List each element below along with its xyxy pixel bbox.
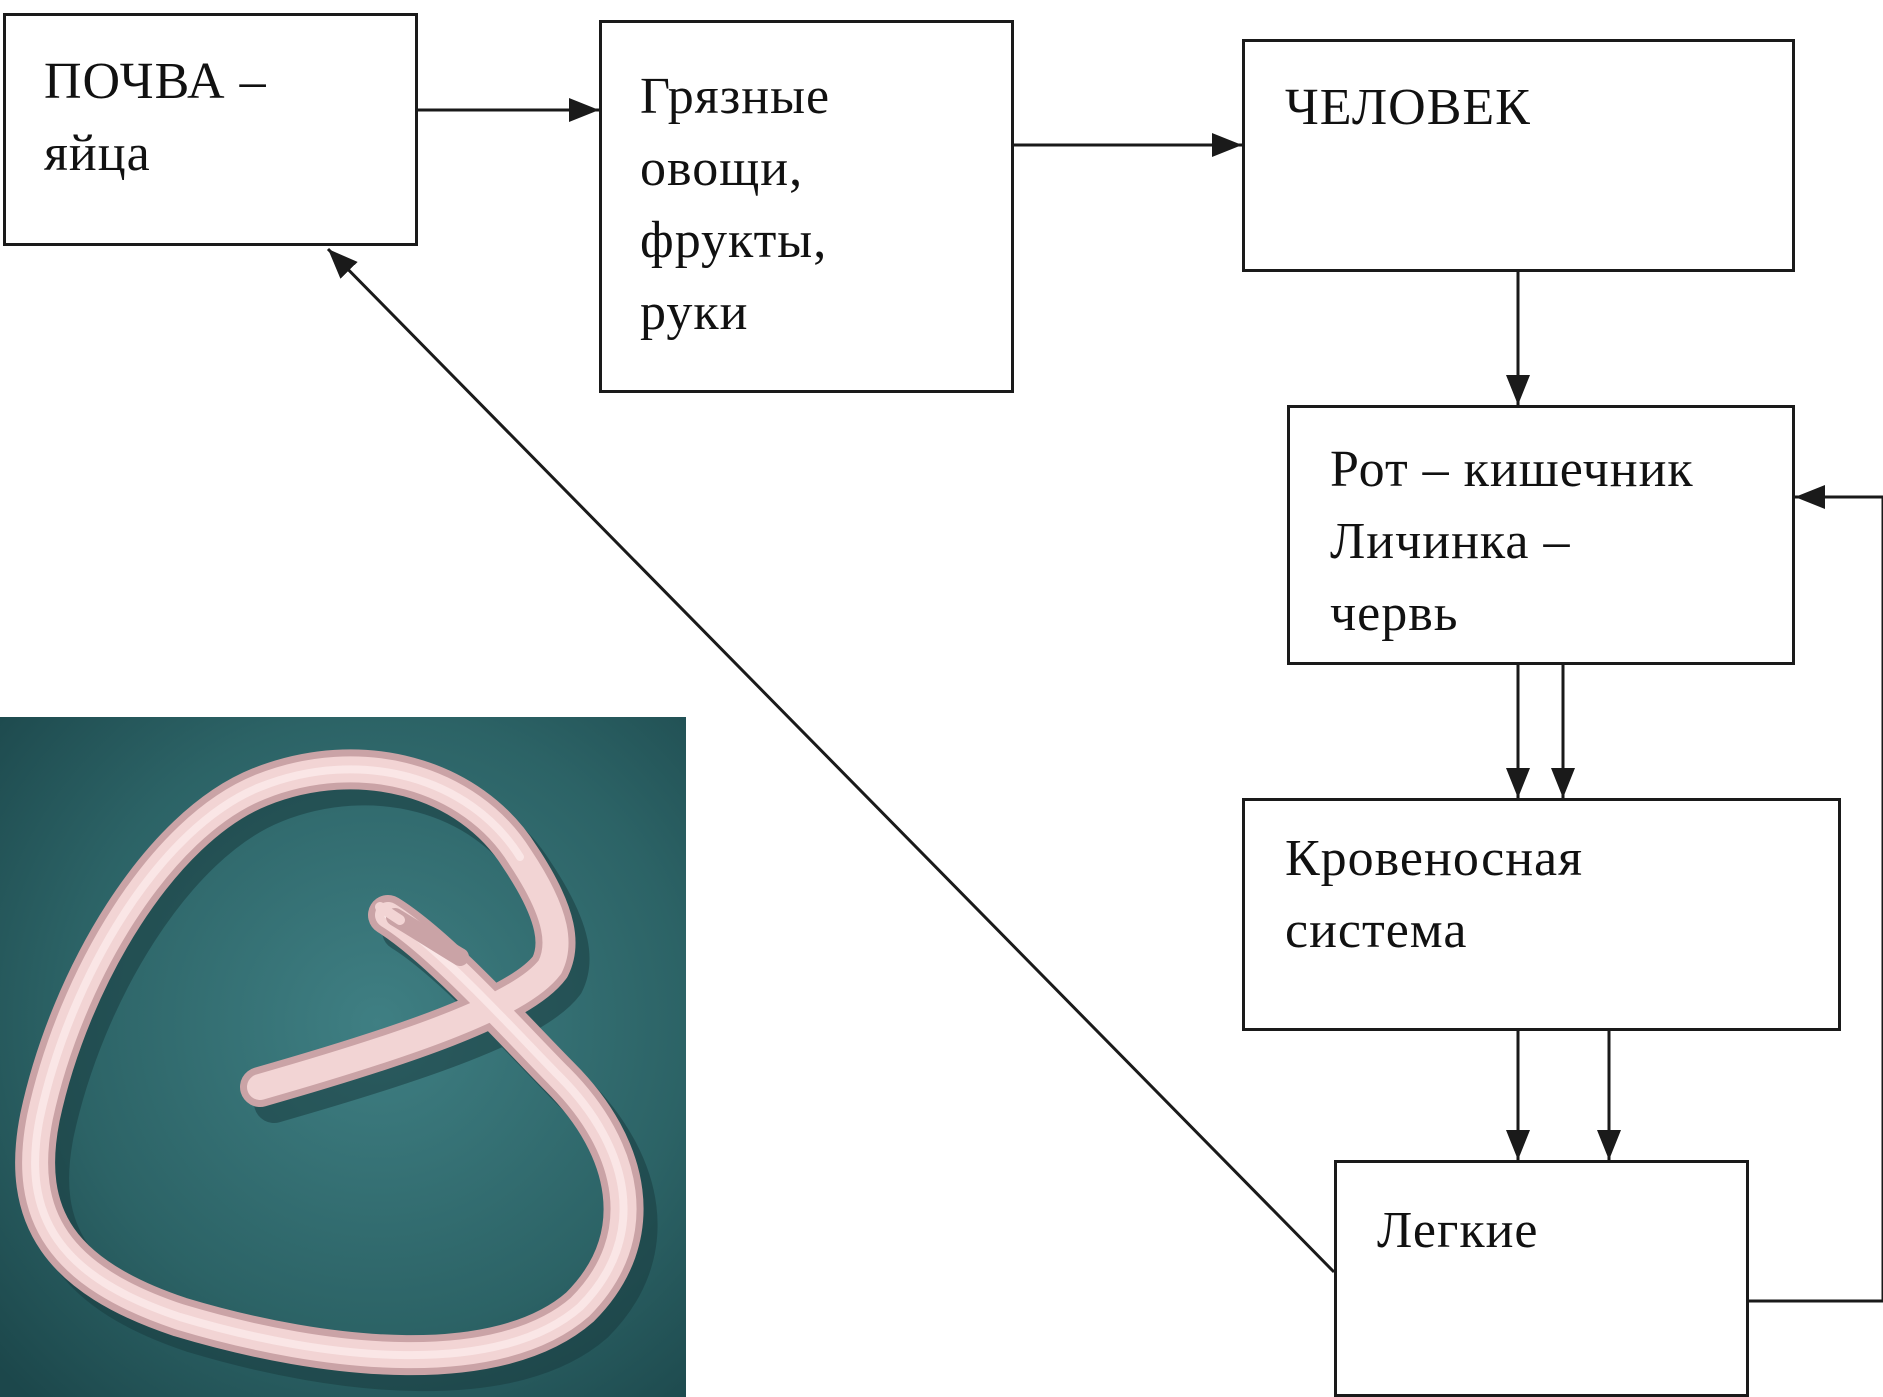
arrow-lungs-to-soil (326, 247, 1336, 1274)
node-soil-line-1: ПОЧВА – (44, 53, 267, 110)
node-blood-system: Кровеносная система (1242, 798, 1841, 1031)
node-soil: ПОЧВА – яйца (3, 13, 418, 246)
node-soil-line-2: яйца (44, 125, 151, 182)
roundworm-illustration (0, 717, 686, 1397)
node-mouth-line-3: червь (1330, 585, 1459, 642)
node-dirty-line-1: Грязные (640, 68, 831, 125)
node-dirty-line-4: руки (640, 284, 749, 341)
node-human-line-1: ЧЕЛОВЕК (1285, 79, 1531, 136)
node-blood-line-2: система (1285, 902, 1468, 959)
node-blood-line-1: Кровеносная (1285, 830, 1584, 887)
node-dirty-line-2: овощи, (640, 140, 804, 197)
node-dirty-produce: Грязные овощи, фрукты, руки (599, 20, 1014, 393)
node-lungs-line-1: Легкие (1377, 1202, 1539, 1259)
arrow-lungs-to-mouth (1749, 485, 1883, 1303)
node-mouth-line-2: Личинка – (1330, 513, 1571, 570)
roundworm-photo (0, 717, 686, 1397)
node-mouth-line-1: Рот – кишечник (1330, 441, 1694, 498)
node-lungs: Легкие (1334, 1160, 1749, 1397)
node-mouth-intestine: Рот – кишечник Личинка – червь (1287, 405, 1795, 665)
node-human: ЧЕЛОВЕК (1242, 39, 1795, 272)
node-dirty-line-3: фрукты, (640, 212, 828, 269)
